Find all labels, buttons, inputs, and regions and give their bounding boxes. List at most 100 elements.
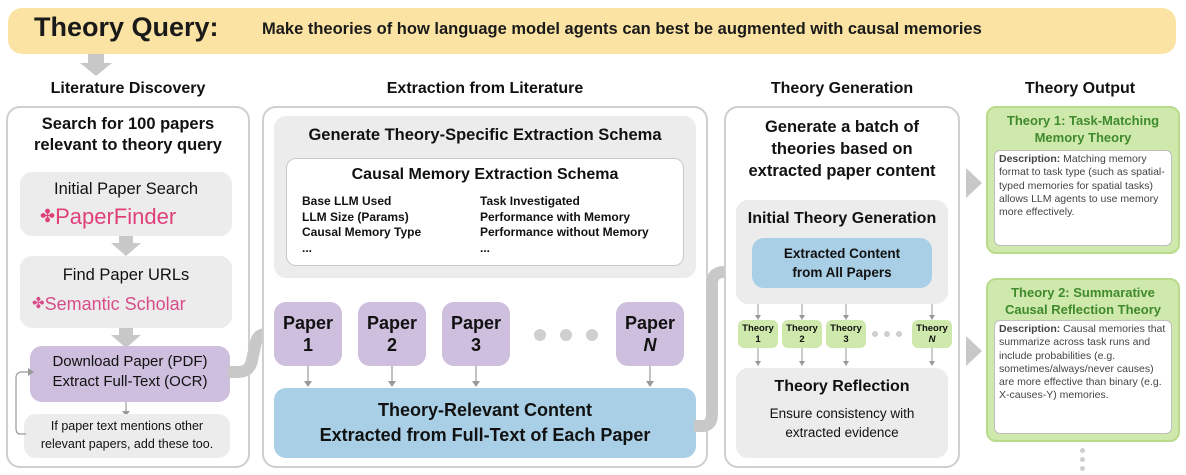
download-line2: Extract Full-Text (OCR): [52, 373, 208, 390]
paperfinder-logo: ✤PaperFinder: [40, 204, 230, 230]
arrow-paper3-down: [472, 366, 480, 387]
theory-2-description: Causal memories that summarize across ta…: [999, 323, 1166, 402]
initial-paper-search-box: [20, 172, 232, 236]
arrow-down-3: [122, 402, 130, 416]
theory-chip-label: Theory: [830, 323, 862, 334]
arrow-theory1-down: [755, 348, 761, 366]
download-paper-text: Download Paper (PDF) Extract Full-Text (…: [30, 352, 230, 392]
theory-relevant-content-box: [274, 388, 696, 458]
theory-chip-label: Theory: [742, 323, 774, 334]
schema-field: Base LLM Used: [302, 194, 392, 208]
arrow-paper2-down: [388, 366, 396, 387]
loop-note-line1: If paper text mentions other: [50, 419, 204, 433]
semantic-scholar-logo: ✤Semantic Scholar: [32, 294, 232, 315]
theory-chip-number: N: [928, 334, 936, 345]
theory-query-banner: [8, 8, 1176, 54]
theory-reflection-text: Ensure consistency with extracted eviden…: [736, 404, 948, 442]
theory-1-description: Matching memory format to task type (suc…: [999, 153, 1165, 219]
find-paper-urls-box: [20, 256, 232, 328]
paper-card-1: Paper 1: [274, 302, 342, 366]
paper-card-3: Paper 3: [442, 302, 510, 366]
content-line2: Extracted from Full-Text of Each Paper: [319, 425, 651, 445]
generation-heading: Generate a batch of theories based on ex…: [726, 116, 958, 182]
theory-1-title-line2: Memory Theory: [1034, 130, 1132, 145]
ellipsis-dot: [896, 331, 902, 337]
semantic-scholar-text: Semantic Scholar: [44, 294, 186, 314]
ellipsis-dot: [534, 329, 546, 341]
section-literature-title: Literature Discovery: [50, 80, 206, 97]
schema-field: Task Investigated: [480, 194, 580, 208]
schema-field: LLM Size (Params): [302, 209, 409, 224]
theory-chip-3: Theory 3: [826, 320, 866, 348]
schema-generation-title: Generate Theory-Specific Extraction Sche…: [308, 126, 662, 144]
arrow-theory3-down: [843, 348, 849, 366]
theory-2-description-box: Description: Causal memories that summar…: [994, 320, 1172, 434]
ellipsis-dot: [872, 331, 878, 337]
schema-field: Performance without Memory: [480, 225, 649, 239]
initial-paper-search-label: Initial Paper Search: [54, 180, 198, 198]
theory-chip-2: Theory 2: [782, 320, 822, 348]
ellipsis-dot: [884, 331, 890, 337]
extracted-line1: Extracted Content: [783, 246, 901, 261]
arrow-to-theory-output-1: [966, 168, 982, 198]
arrow-to-theory-n: [929, 304, 935, 320]
paper-label: Paper: [450, 313, 502, 333]
causal-memory-schema-title: Causal Memory Extraction Schema: [351, 166, 619, 183]
paper-card-2: Paper 2: [358, 302, 426, 366]
output-ellipsis-dot: [1080, 457, 1085, 462]
paperfinder-icon: ✤: [40, 206, 56, 226]
paper-number: 3: [470, 335, 481, 355]
section-output-title: Theory Output: [1024, 80, 1136, 97]
theory-2-title: Theory 2: Summarative Causal Reflection …: [986, 284, 1180, 318]
arrow-paper1-down: [304, 366, 312, 387]
theory-1-description-box: Description: Matching memory format to t…: [994, 150, 1172, 246]
ellipsis-dot: [586, 329, 598, 341]
generation-heading-line3: extracted paper content: [748, 162, 936, 180]
theory-2-description-label: Description:: [999, 323, 1061, 335]
section-generation-title: Theory Generation: [770, 80, 914, 97]
theory-chip-label: Theory: [786, 323, 818, 334]
literature-heading: Search for 100 papers relevant to theory…: [8, 114, 248, 156]
paper-label: Paper: [282, 313, 334, 333]
extracted-content-box: Extracted Content from All Papers: [752, 238, 932, 288]
arrow-to-theory-2: [799, 304, 805, 320]
paper-number: 2: [386, 335, 397, 355]
theory-1-title-line1: Theory 1: Task-Matching: [1006, 113, 1160, 128]
theory-2-title-line1: Theory 2: Summarative: [1011, 285, 1155, 300]
arrow-to-theory-3: [843, 304, 849, 320]
theory-1-description-label: Description:: [999, 153, 1061, 165]
output-ellipsis-dot: [1080, 448, 1085, 453]
paper-card-n: Paper N: [616, 302, 684, 366]
banner-down-arrow: [80, 54, 112, 76]
loop-back-arrow: [15, 368, 34, 435]
generation-heading-line2: theories based on: [771, 140, 913, 158]
arrow-theory2-down: [799, 348, 805, 366]
schema-field: ...: [480, 240, 491, 255]
theory-2-title-line2: Causal Reflection Theory: [1004, 302, 1162, 317]
theory-relevant-content-text: Theory-Relevant Content Extracted from F…: [274, 398, 696, 448]
arrow-theoryn-down: [929, 348, 935, 366]
literature-heading-line1: Search for 100 papers: [41, 115, 215, 133]
arrow-down-1: [111, 236, 141, 256]
literature-heading-line2: relevant to theory query: [34, 136, 222, 154]
paperfinder-text: PaperFinder: [55, 204, 177, 229]
paper-label: Paper: [366, 313, 418, 333]
schema-field: Performance with Memory: [480, 209, 631, 224]
arrow-papern-down: [646, 366, 654, 387]
reflection-line2: extracted evidence: [785, 425, 899, 440]
arrow-to-theory-1: [755, 304, 761, 320]
schema-fields-left: Base LLM Used LLM Size (Params) Causal M…: [302, 194, 472, 256]
theory-chip-number: 2: [799, 334, 805, 345]
extracted-line2: from All Papers: [792, 265, 892, 280]
banner-title: Theory Query:: [34, 12, 219, 42]
schema-field: Causal Memory Type: [302, 225, 422, 239]
reflection-line1: Ensure consistency with: [769, 406, 915, 421]
loop-note-text: If paper text mentions other relevant pa…: [24, 417, 230, 453]
loop-note-box: [24, 414, 230, 458]
section-extraction-title: Extraction from Literature: [386, 80, 584, 97]
content-line1: Theory-Relevant Content: [377, 400, 593, 420]
output-ellipsis-dot: [1080, 466, 1085, 471]
theory-chip-label: Theory: [916, 323, 948, 334]
theory-chip-1: Theory 1: [738, 320, 778, 348]
causal-memory-schema-card: [286, 158, 684, 266]
